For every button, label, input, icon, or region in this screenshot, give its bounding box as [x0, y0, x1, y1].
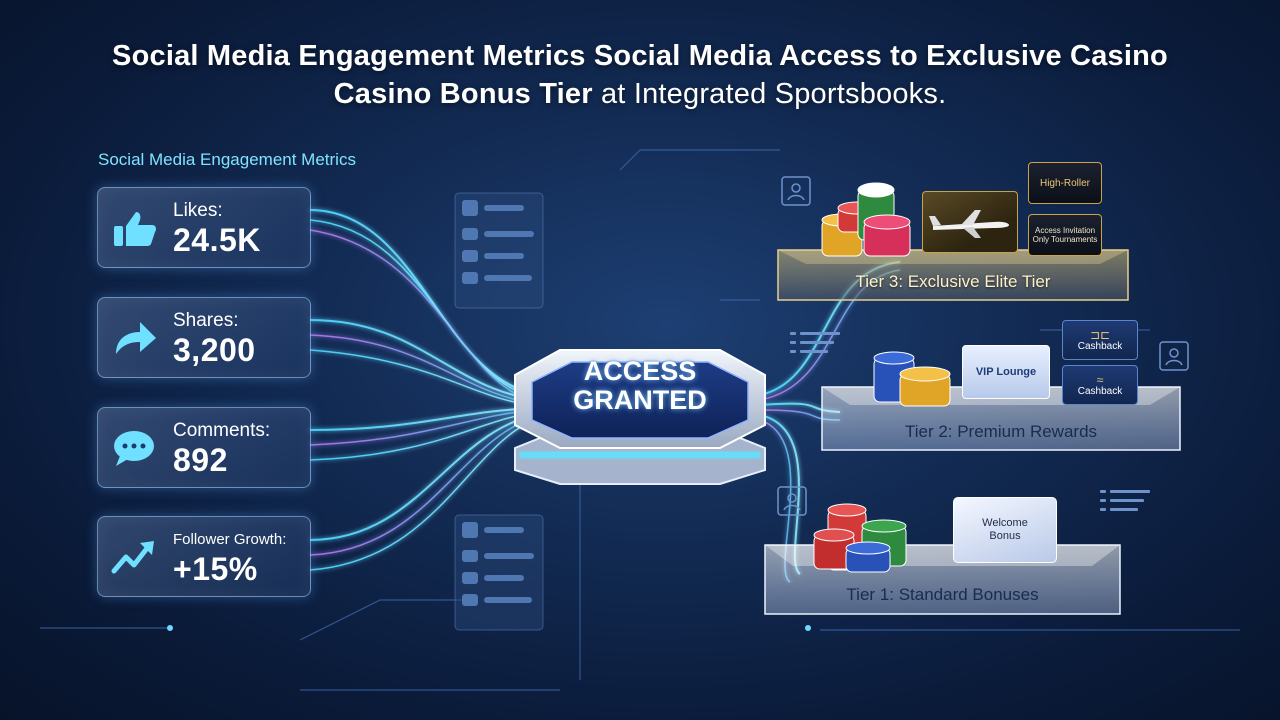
private-jet-card: [922, 191, 1018, 253]
tier2-label: Tier 2: Premium Rewards: [904, 422, 1098, 441]
welcome-bonus-label: Welcome Bonus: [982, 517, 1028, 542]
circuit-traces: [40, 149, 1240, 691]
follower-growth-label: Follower Growth:: [173, 531, 287, 548]
high-roller-badge: High-Roller: [1028, 162, 1102, 204]
tier1-label: Tier 1: Standard Bonuses: [846, 585, 1039, 604]
cashback-badge-1: ⊐⊏ Cashback: [1062, 320, 1138, 360]
metrics-heading: Social Media Engagement Metrics: [98, 150, 356, 169]
shares-value: 3,200: [173, 332, 256, 368]
thumbs-up-icon: [114, 212, 156, 246]
speech-bubble-icon: [114, 431, 154, 466]
access-hub: [514, 349, 766, 485]
left-upper-user-panel: [454, 192, 544, 309]
metric-card-follower-growth: Follower Growth: +15%: [97, 516, 311, 597]
vip-lounge-card: VIP Lounge: [962, 345, 1050, 399]
left-lower-user-panel: [454, 514, 544, 631]
cashback-badge-2: ≈ Cashback: [1062, 365, 1138, 405]
shares-label: Shares:: [173, 310, 239, 331]
title-emphasis: Casino Bonus Tier: [333, 78, 593, 110]
likes-label: Likes:: [173, 200, 223, 221]
airplane-icon: [929, 210, 1009, 238]
trending-up-icon: [111, 541, 154, 574]
cashback-label-1: Cashback: [1077, 340, 1123, 352]
title-rest: at Integrated Sportsbooks.: [592, 78, 947, 110]
tier1-chip-stacks: [813, 503, 907, 573]
cashback-label-2: Cashback: [1077, 385, 1123, 397]
cashback-icon: ⊐⊏: [1089, 327, 1111, 342]
menu-dash-icons: [790, 332, 1150, 511]
high-roller-label: High-Roller: [1039, 177, 1090, 189]
tier2-chip-stacks: [873, 351, 951, 407]
tournaments-badge: Access Invitation Only Tournaments: [1028, 214, 1102, 256]
metric-card-shares: Shares: 3,200: [97, 297, 311, 378]
tournaments-label: Access Invitation Only Tournaments: [1032, 226, 1098, 244]
user-avatar-icons: [777, 176, 1189, 516]
hub-line-1: ACCESS: [583, 356, 697, 386]
comments-label: Comments:: [173, 420, 271, 441]
tier3-chip-stacks: [821, 182, 911, 257]
metric-card-comments: Comments: 892: [97, 407, 311, 488]
likes-value: 24.5K: [173, 222, 261, 258]
vip-lounge-label: VIP Lounge: [975, 366, 1037, 378]
hub-line-2: GRANTED: [573, 385, 707, 415]
page-title-line-2: Casino Bonus Tier at Integrated Sportsbo…: [0, 78, 1280, 111]
cashback-swoosh-icon: ≈: [1096, 372, 1104, 387]
comments-value: 892: [173, 442, 228, 478]
share-arrow-icon: [116, 322, 156, 354]
tier3-label: Tier 3: Exclusive Elite Tier: [855, 272, 1051, 291]
welcome-bonus-card: Welcome Bonus: [953, 497, 1057, 563]
page-title-line-1: Social Media Engagement Metrics Social M…: [112, 40, 1168, 72]
access-granted-text: ACCESS GRANTED: [540, 357, 740, 415]
follower-growth-value: +15%: [173, 551, 258, 587]
metric-card-likes: Likes: 24.5K: [97, 187, 311, 268]
